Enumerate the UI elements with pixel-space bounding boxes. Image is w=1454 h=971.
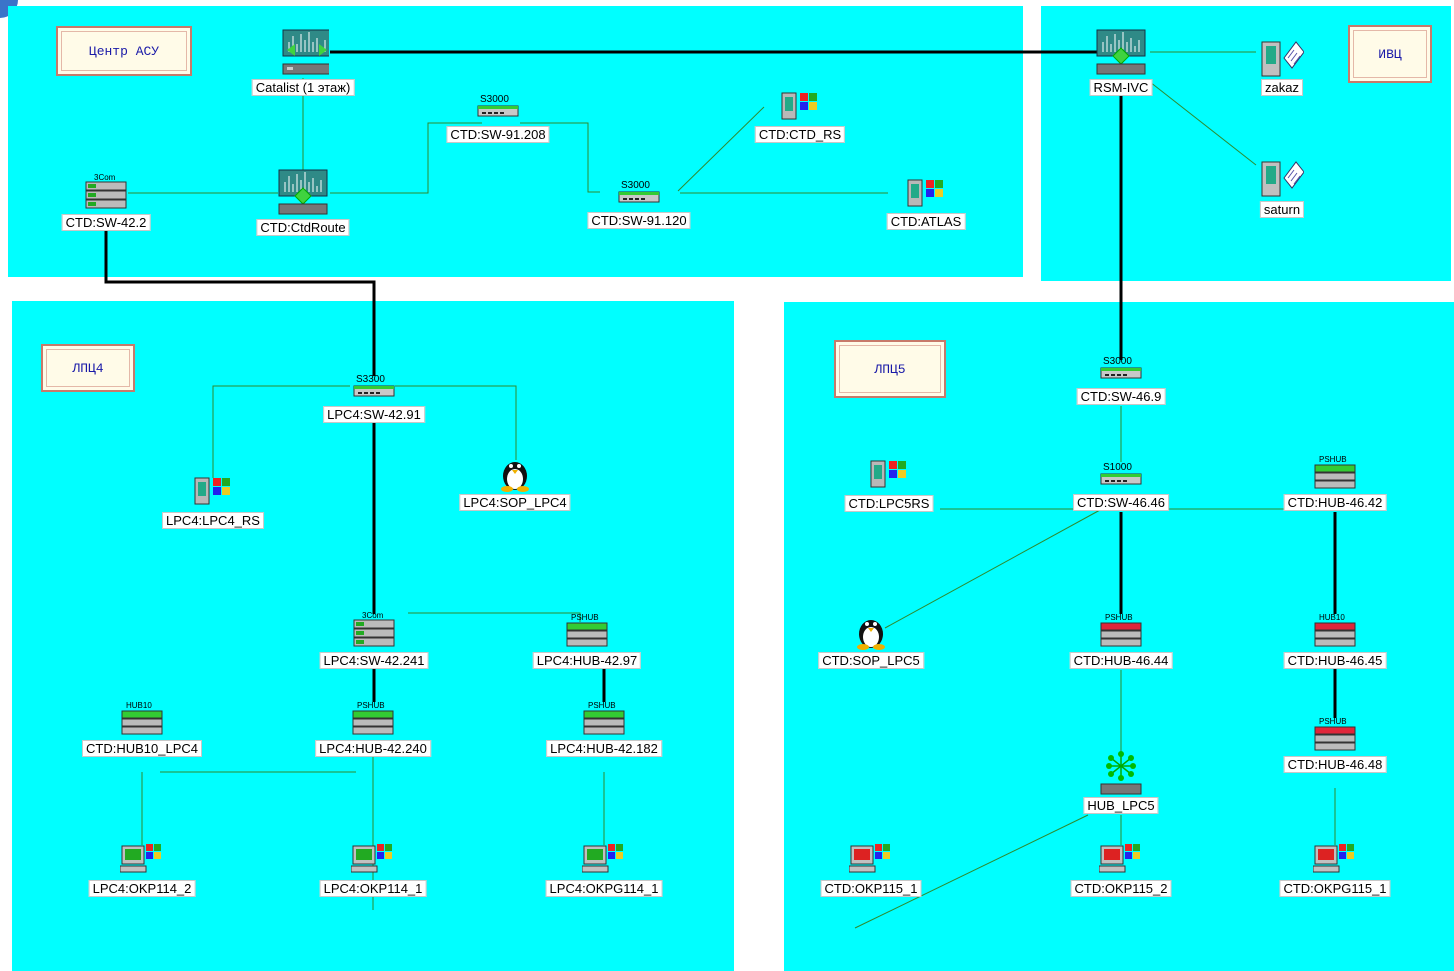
linux-penguin-icon: [501, 462, 529, 492]
svg-text:PSHUB: PSHUB: [357, 701, 385, 710]
workstation-icon: [582, 844, 623, 873]
svg-text:S3300: S3300: [356, 374, 385, 385]
linux-penguin-icon: [857, 620, 885, 650]
server-icon: [1261, 41, 1304, 77]
link-sw91208-sw91120: [520, 122, 600, 193]
node-label: CTD:CTD_RS: [754, 126, 846, 143]
hub-red-icon: HUB10: [1314, 613, 1356, 647]
node-label: LPC4:LPC4_RS: [162, 512, 264, 529]
zone-label-lpc5: ЛПЦ5: [834, 340, 946, 398]
switch-icon: S3000: [477, 94, 519, 117]
server-icon: [1261, 161, 1304, 197]
node-label: CTD:HUB-46.48: [1283, 756, 1387, 773]
device-badge: 3Com: [94, 173, 116, 182]
hub-icon: PSHUB: [1314, 455, 1356, 489]
link-sw91120-ctdrs: [677, 106, 765, 192]
stack-switch-icon: 3Com: [353, 611, 395, 647]
svg-text:S1000: S1000: [1103, 462, 1132, 473]
svg-text:HUB10: HUB10: [126, 701, 152, 710]
node-label: CTD:CtdRoute: [256, 219, 350, 236]
node-label: CTD:LPC5RS: [844, 495, 934, 512]
link-hublpc5-okp1151: [854, 814, 1089, 929]
node-label: LPC4:OKP114_2: [88, 880, 196, 897]
hub-red-icon: PSHUB: [1314, 717, 1356, 751]
switch-icon: S3000: [618, 180, 660, 203]
link-sw4646-sop5: [884, 509, 1101, 629]
node-label: CTD:HUB-46.45: [1283, 652, 1387, 669]
windows-server-icon: [870, 460, 906, 488]
link-rsm-saturn: [1149, 81, 1257, 166]
link-sw4291-sop4: [395, 385, 517, 460]
link-ctdroute-sw91208: [330, 122, 482, 194]
node-label: LPC4:SOP_LPC4: [459, 494, 571, 511]
svg-text:S3000: S3000: [480, 94, 509, 105]
hub-icon: HUB10: [121, 701, 163, 735]
node-label: HUB_LPC5: [1083, 797, 1159, 814]
zone-label-lpc4: ЛПЦ4: [41, 344, 135, 392]
workstation-icon: [120, 844, 161, 873]
zone-label-asu: Центр АСУ: [56, 26, 192, 76]
node-label: LPC4:SW-42.91: [323, 406, 425, 423]
node-label: CTD:ATLAS: [886, 213, 966, 230]
svg-text:PSHUB: PSHUB: [571, 613, 599, 622]
node-label: CTD:SW-46.46: [1073, 494, 1169, 511]
node-label: CTD:SW-42.2: [61, 214, 151, 231]
node-label: saturn: [1259, 201, 1305, 218]
node-label: LPC4:OKPG114_1: [545, 880, 663, 897]
svg-text:PSHUB: PSHUB: [1319, 455, 1347, 464]
node-label: LPC4:SW-42.241: [319, 652, 429, 669]
svg-text:PSHUB: PSHUB: [1105, 613, 1133, 622]
svg-text:3Com: 3Com: [362, 611, 384, 620]
node-label: zakaz: [1261, 79, 1303, 96]
trunk-sw422-sw4291: [104, 230, 376, 376]
node-label: CTD:OKP115_1: [820, 880, 922, 897]
workstation-icon: [351, 844, 392, 873]
switch-icon: S3300: [353, 374, 395, 397]
svg-text:PSHUB: PSHUB: [588, 701, 616, 710]
hub-icon: PSHUB: [352, 701, 394, 735]
router-icon: [278, 169, 328, 215]
node-label: LPC4:OKP114_1: [319, 880, 427, 897]
zone-label-ivc: ИВЦ: [1348, 25, 1432, 83]
node-label: CTD:SW-91.208: [446, 126, 550, 143]
hub-icon: PSHUB: [583, 701, 625, 735]
node-label: RSM-IVC: [1089, 79, 1153, 96]
windows-server-icon: [781, 92, 817, 120]
windows-server-icon: [194, 477, 230, 505]
router-icon: [1096, 29, 1146, 75]
link-sw4291-lpc4rs: [212, 385, 350, 478]
router-icon: [282, 29, 329, 75]
workstation-red-icon: [1099, 844, 1140, 873]
windows-server-icon: [907, 179, 943, 207]
hub-red-icon: PSHUB: [1100, 613, 1142, 647]
link-sw42241-hub4297: [408, 612, 581, 622]
svg-text:HUB10: HUB10: [1319, 613, 1345, 622]
stack-switch-icon: 3Com: [85, 173, 127, 209]
node-label: LPC4:HUB-42.240: [315, 740, 431, 757]
node-label: CTD:OKP115_2: [1070, 880, 1172, 897]
switch-icon: S3000: [1100, 356, 1142, 379]
node-label: LPC4:HUB-42.182: [546, 740, 662, 757]
node-label: CTD:HUB10_LPC4: [82, 740, 202, 757]
svg-text:S3000: S3000: [621, 180, 650, 191]
star-hub-icon: [1100, 751, 1142, 795]
workstation-red-icon: [1313, 844, 1354, 873]
svg-text:PSHUB: PSHUB: [1319, 717, 1347, 726]
svg-text:S3000: S3000: [1103, 356, 1132, 367]
node-label: CTD:SW-91.120: [587, 212, 691, 229]
hub-icon: PSHUB: [566, 613, 608, 647]
node-label: CTD:HUB-46.44: [1069, 652, 1173, 669]
switch-icon: S1000: [1100, 462, 1142, 485]
node-label: CTD:SW-46.9: [1076, 388, 1166, 405]
node-label: LPC4:HUB-42.97: [532, 652, 642, 669]
node-label: CTD:OKPG115_1: [1279, 880, 1391, 897]
node-label: CTD:HUB-46.42: [1283, 494, 1387, 511]
workstation-red-icon: [849, 844, 890, 873]
node-label: CTD:SOP_LPC5: [818, 652, 924, 669]
node-label: Catalist (1 этаж): [251, 79, 355, 96]
